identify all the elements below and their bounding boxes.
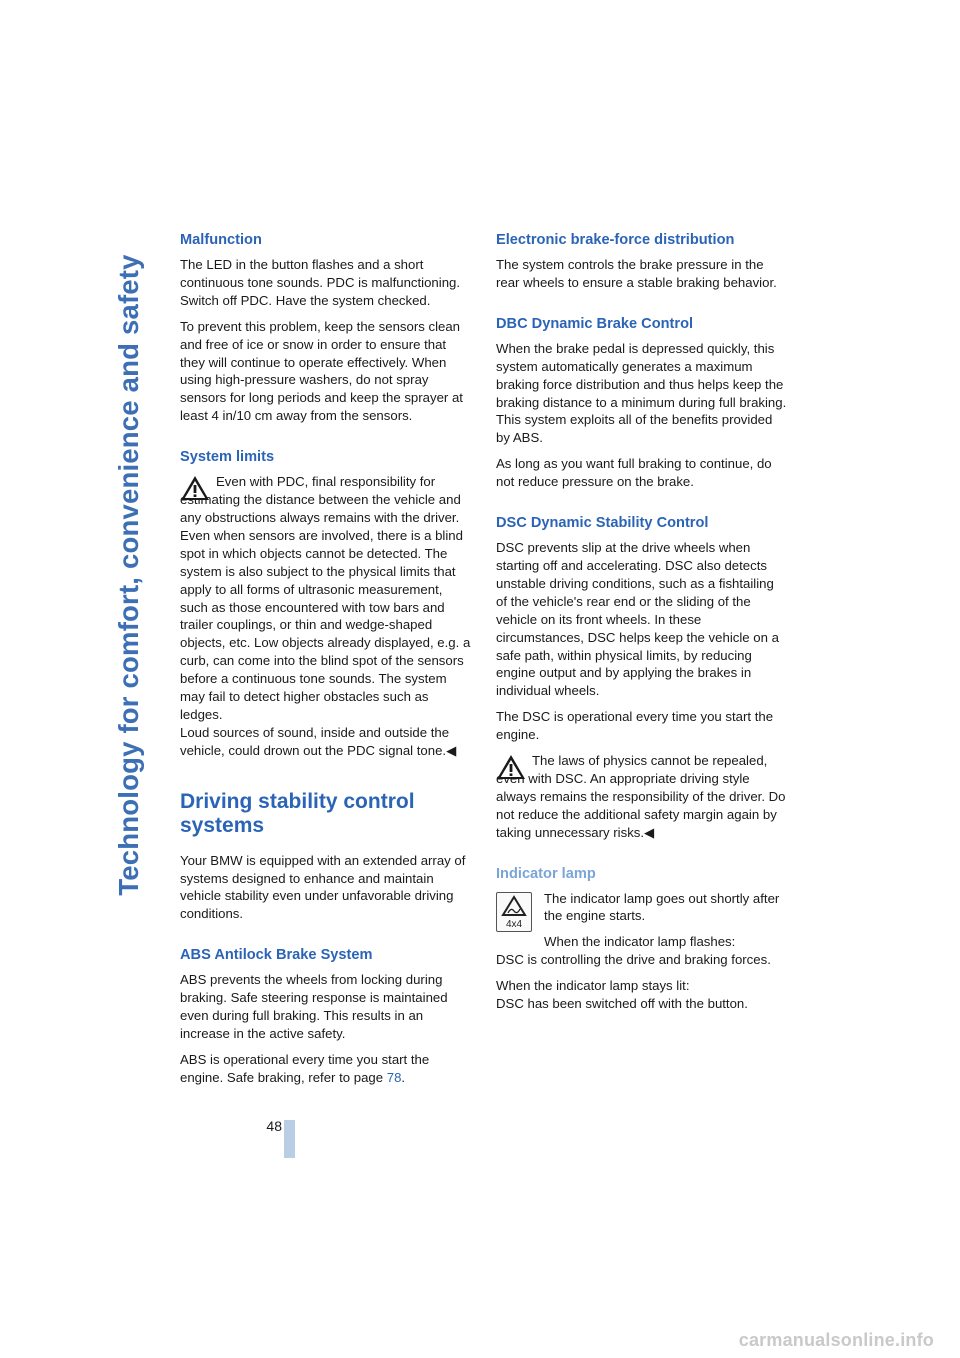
dsc-warning-text: The laws of physics cannot be repealed, … <box>496 753 786 840</box>
heading-malfunction: Malfunction <box>180 232 262 248</box>
svg-text:4x4: 4x4 <box>506 919 523 930</box>
system-limits-text-2: Loud sources of sound, inside and outsid… <box>180 724 457 758</box>
indicator-text-2: When the indicator lamp flashes: <box>544 934 736 950</box>
indicator-text-1: The indicator lamp goes out shortly afte… <box>544 890 780 924</box>
warning-triangle-icon <box>181 476 209 501</box>
dbc-text-2: As long as you want full braking to cont… <box>496 456 772 490</box>
side-section-title: Technology for comfort, convenience and … <box>113 254 144 896</box>
page-link-78[interactable]: 78 <box>386 1069 402 1085</box>
section-driving-stability: Driving stability control systems Your B… <box>180 790 472 924</box>
dbc-text-1: When the brake pedal is depressed quickl… <box>496 340 787 446</box>
right-column: Electronic brake-force distribution The … <box>496 230 788 1021</box>
section-abs: ABS Antilock Brake System ABS prevents t… <box>180 945 472 1086</box>
section-dsc: DSC Dynamic Stability Control DSC preven… <box>496 513 788 842</box>
warning-note-pdc: Even with PDC, final responsibility for … <box>180 473 472 760</box>
driving-stability-text: Your BMW is equipped with an extended ar… <box>180 852 466 922</box>
heading-system-limits: System limits <box>180 449 275 466</box>
system-limits-text-1: Even with PDC, final responsibility for … <box>180 474 471 722</box>
heading-dsc: DSC Dynamic Stability Control <box>496 515 709 532</box>
heading-dbc: DBC Dynamic Brake Control <box>496 315 694 332</box>
skid-car-icon: 4x4 <box>501 894 527 930</box>
watermark-footer: carmanualsonline.info <box>738 1330 934 1350</box>
page-number-bar <box>284 1120 295 1158</box>
section-indicator-lamp: Indicator lamp 4x4 The indicator lamp go… <box>496 864 788 1013</box>
section-dbc: DBC Dynamic Brake Control When the brake… <box>496 314 788 491</box>
section-malfunction: Malfunction The LED in the button flashe… <box>180 230 472 425</box>
indicator-text-5: DSC has been switched off with the butto… <box>496 996 748 1012</box>
page-number: 48 <box>266 1118 282 1134</box>
section-system-limits: System limits Even with PDC, final respo… <box>180 447 472 760</box>
heading-indicator-lamp: Indicator lamp <box>496 865 596 882</box>
malfunction-text-1: The LED in the button flashes and a shor… <box>180 257 461 308</box>
warning-note-dsc: The laws of physics cannot be repealed, … <box>496 752 788 842</box>
dsc-indicator-lamp-icon: 4x4 <box>496 891 532 932</box>
abs-text-2: ABS is operational every time you start … <box>180 1051 430 1085</box>
malfunction-text-2: To prevent this problem, keep the sensor… <box>180 318 463 424</box>
warning-triangle-icon <box>497 755 525 780</box>
dsc-text-1: DSC prevents slip at the drive wheels wh… <box>496 540 779 699</box>
indicator-text-4: When the indicator lamp stays lit: <box>496 978 690 994</box>
heading-ebd: Electronic brake-force distribution <box>496 232 735 248</box>
ebd-text: The system controls the brake pressure i… <box>496 257 777 290</box>
indicator-text-3: DSC is controlling the drive and braking… <box>496 952 771 968</box>
heading-abs: ABS Antilock Brake System <box>180 947 373 964</box>
section-ebd: Electronic brake-force distribution The … <box>496 230 788 292</box>
dsc-text-2: The DSC is operational every time you st… <box>496 709 774 743</box>
left-column: Malfunction The LED in the button flashe… <box>180 230 472 1095</box>
indicator-block: 4x4 The indicator lamp goes out shortly … <box>496 890 788 1013</box>
heading-driving-stability: Driving stability control systems <box>180 789 415 837</box>
abs-text-1: ABS prevents the wheels from locking dur… <box>180 972 448 1041</box>
